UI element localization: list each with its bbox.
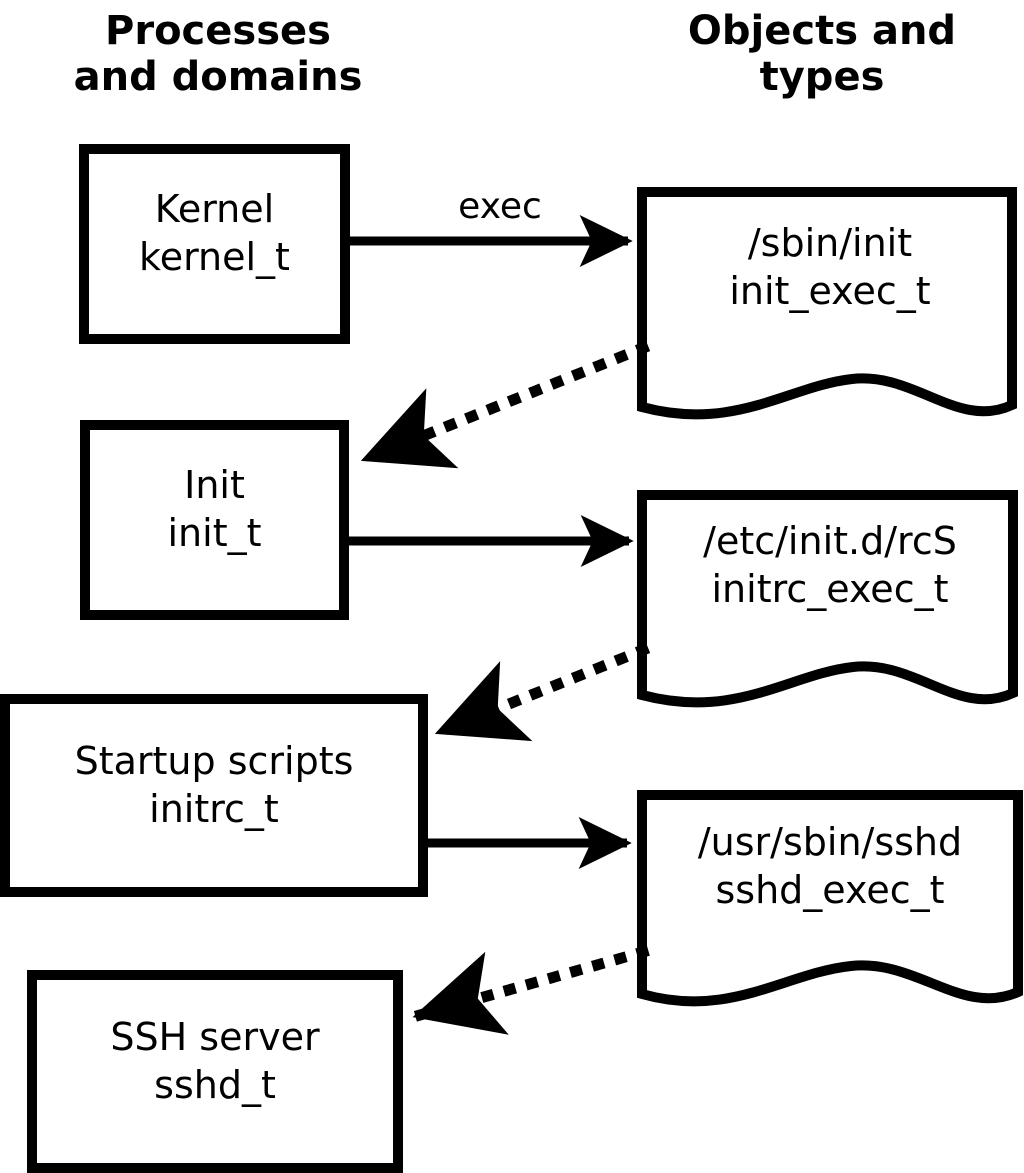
object-doc-initrc-exec-shape (637, 490, 1018, 708)
edge-initrc-exec-transition-initrc-line (434, 642, 651, 742)
edge-label-exec: exec (458, 186, 542, 227)
edge-init-exec-transition-init-line (360, 340, 651, 469)
edge-init-exec-transition-init (360, 340, 651, 469)
column-header-processes: Processes and domains (73, 8, 363, 100)
object-doc-sshd-exec[interactable] (637, 790, 1023, 1007)
column-header-objects: Objects and types (687, 8, 957, 100)
object-doc-init-exec[interactable] (637, 187, 1017, 420)
process-box-kernel-rect (79, 144, 350, 344)
edge-sshd-exec-transition-sshd (412, 945, 650, 1035)
process-box-init-rect (80, 420, 349, 620)
process-box-sshd-rect (27, 970, 403, 1173)
edge-initrc-exec-transition-initrc (434, 642, 651, 742)
object-doc-sshd-exec-shape (637, 790, 1023, 1007)
process-box-init[interactable] (80, 420, 349, 620)
process-box-kernel[interactable] (79, 144, 350, 344)
process-box-initrc[interactable] (0, 694, 428, 897)
process-box-sshd[interactable] (27, 970, 403, 1173)
edge-sshd-exec-transition-sshd-line (412, 945, 650, 1035)
process-box-initrc-rect (0, 694, 428, 897)
object-doc-initrc-exec[interactable] (637, 490, 1018, 708)
object-doc-init-exec-shape (637, 187, 1017, 420)
